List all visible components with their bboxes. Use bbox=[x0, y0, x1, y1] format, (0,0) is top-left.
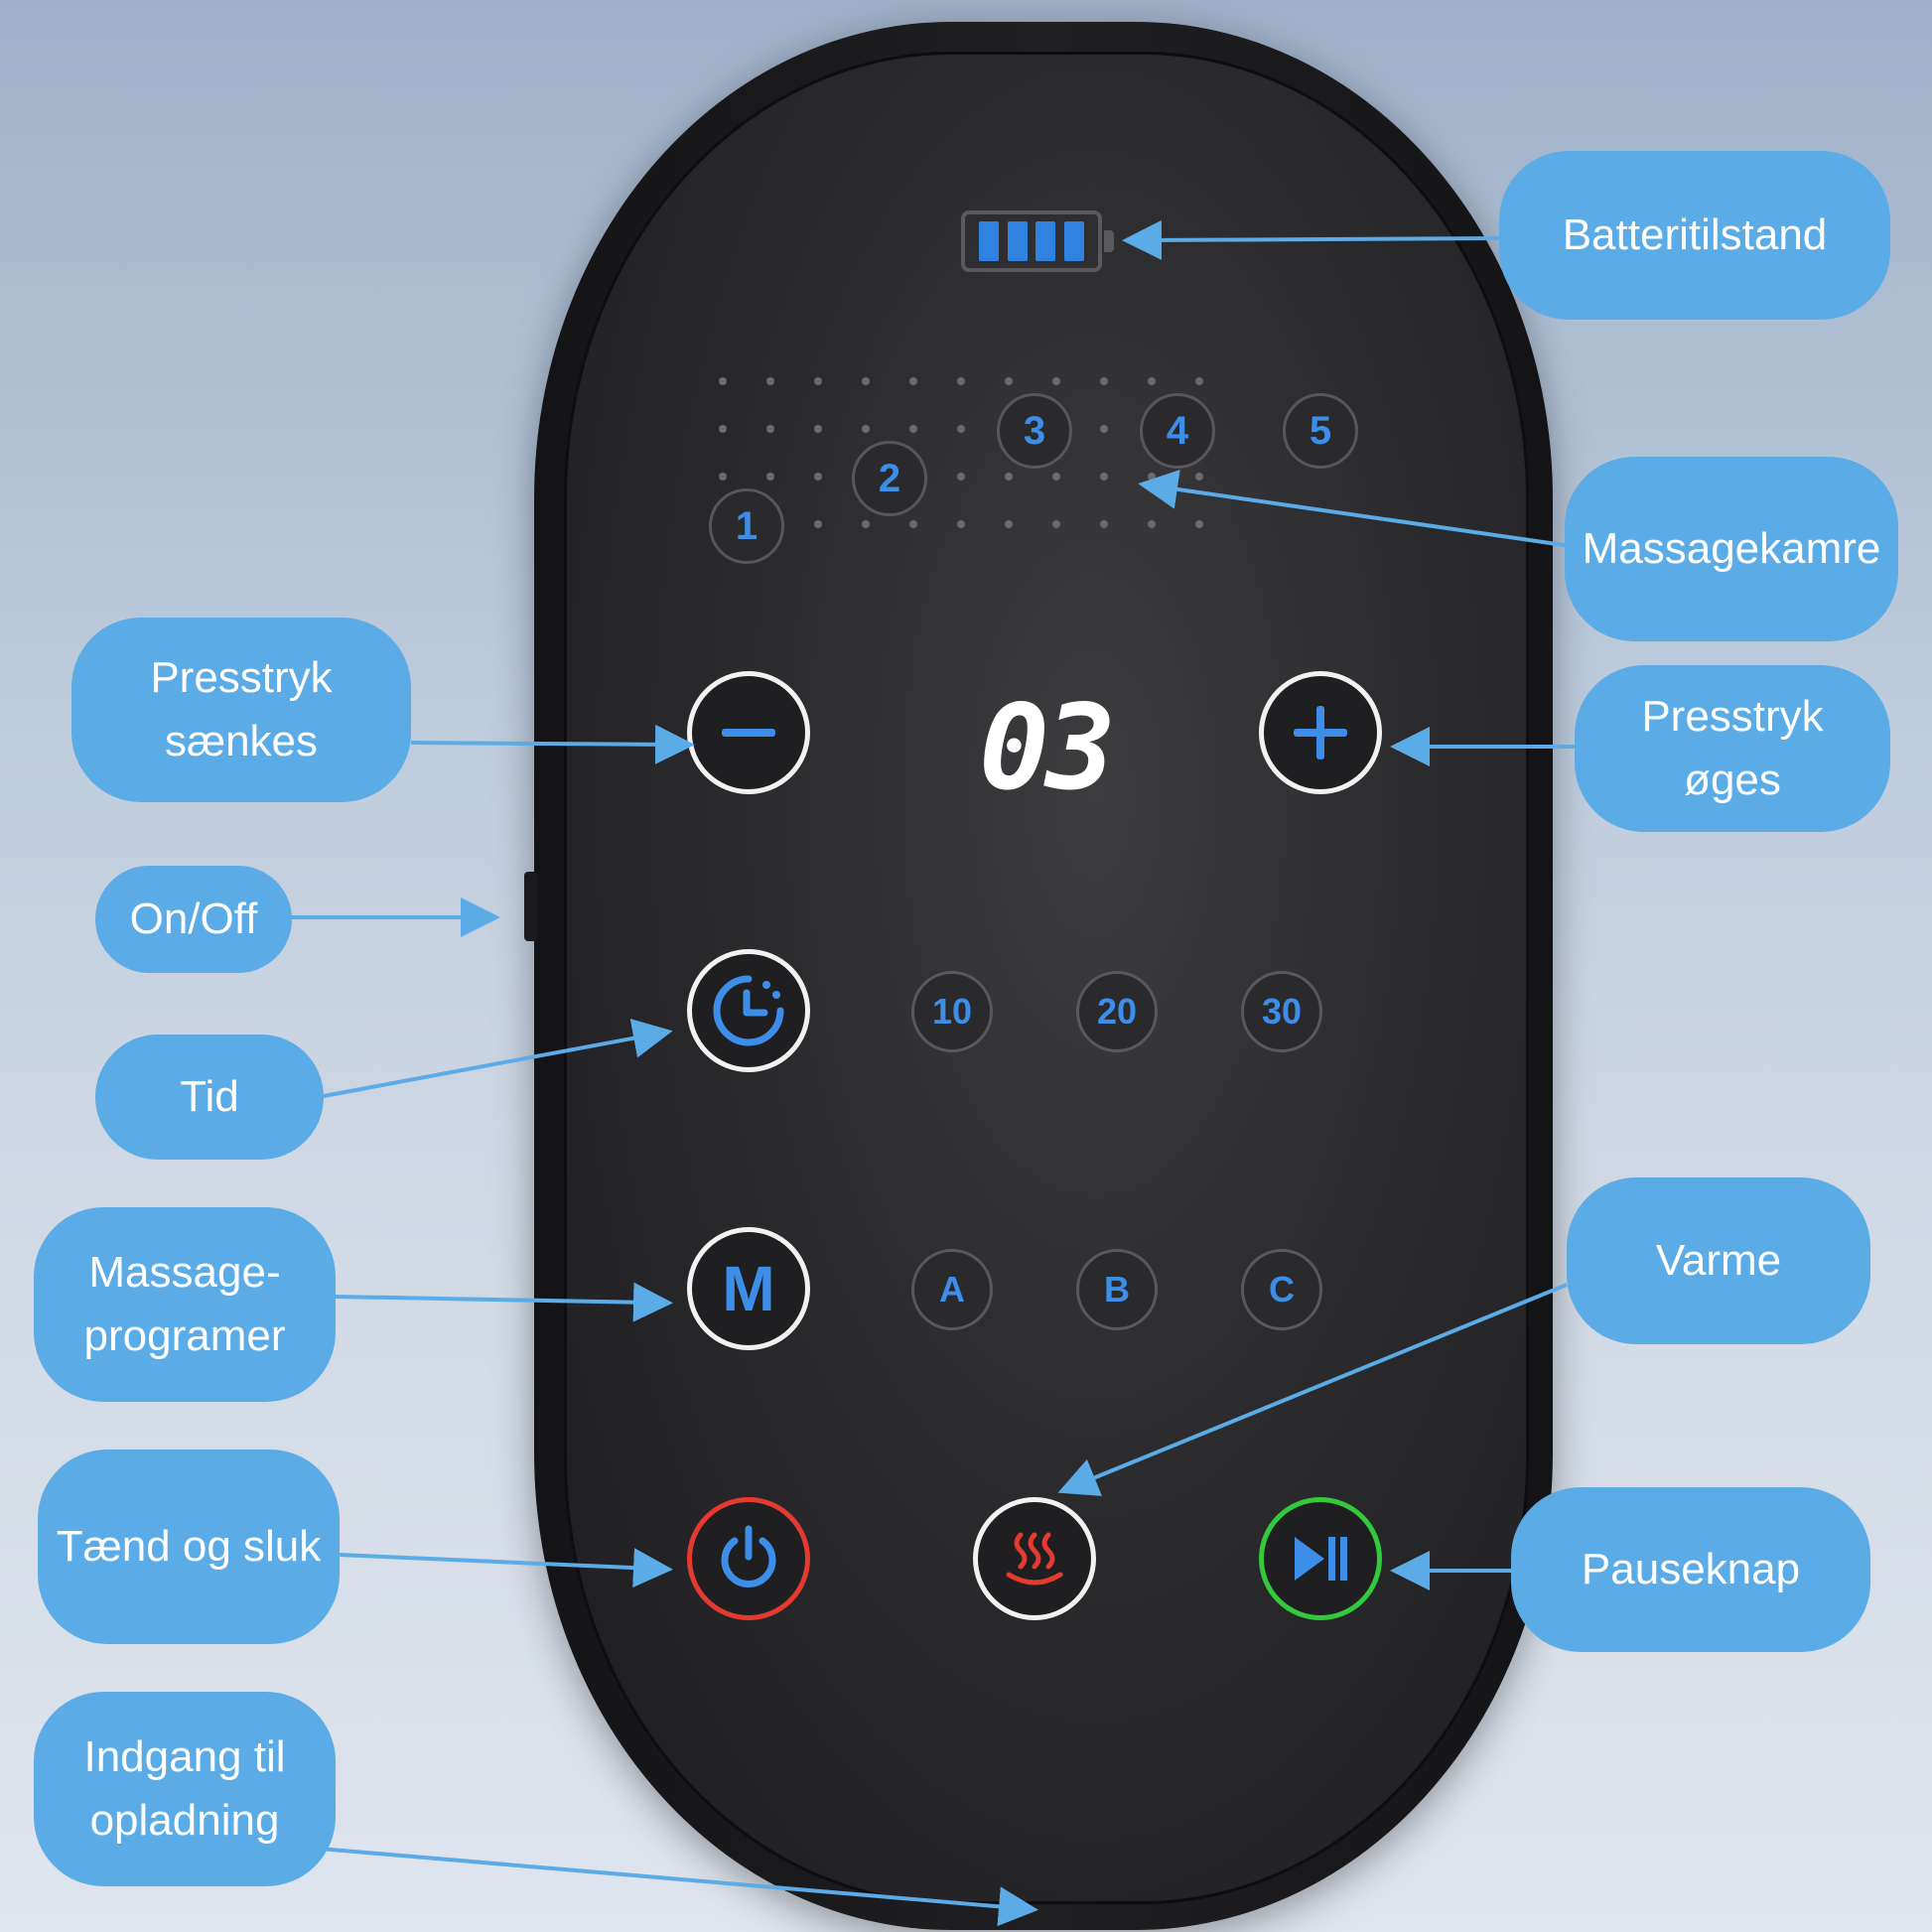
grid-dot bbox=[814, 473, 822, 481]
mode-letter-icon: M bbox=[722, 1253, 775, 1324]
program-option-label: C bbox=[1269, 1269, 1295, 1310]
grid-dot bbox=[1052, 520, 1060, 528]
grid-dot bbox=[1100, 425, 1108, 433]
callout-time: Tid bbox=[95, 1035, 324, 1160]
chamber-indicator-1: 1 bbox=[709, 488, 784, 564]
grid-dot bbox=[814, 425, 822, 433]
grid-dot bbox=[957, 425, 965, 433]
battery-bar bbox=[1063, 221, 1084, 261]
grid-dot bbox=[862, 520, 870, 528]
callout-pause: Pauseknap bbox=[1511, 1487, 1870, 1652]
program-option-label: A bbox=[939, 1269, 965, 1310]
pressure-level-display: 03 bbox=[978, 679, 1116, 816]
grid-dot bbox=[1195, 473, 1203, 481]
program-option-b[interactable]: B bbox=[1076, 1249, 1158, 1330]
grid-dot bbox=[862, 425, 870, 433]
timer-option-label: 30 bbox=[1261, 991, 1303, 1032]
grid-dot bbox=[719, 377, 727, 385]
minus-icon bbox=[722, 729, 775, 737]
chamber-label: 1 bbox=[735, 503, 759, 548]
grid-dot bbox=[766, 425, 774, 433]
grid-dot bbox=[766, 377, 774, 385]
grid-dot bbox=[1195, 377, 1203, 385]
grid-dot bbox=[909, 377, 917, 385]
callout-massage-programs: Massage- programer bbox=[34, 1207, 336, 1402]
grid-dot bbox=[1100, 473, 1108, 481]
chamber-indicator-3: 3 bbox=[997, 393, 1072, 469]
grid-dot bbox=[1148, 473, 1156, 481]
callout-power: Tænd og sluk bbox=[38, 1449, 340, 1644]
play-pause-icon bbox=[1295, 1537, 1347, 1581]
power-icon bbox=[721, 1525, 776, 1587]
timer-button[interactable] bbox=[687, 949, 810, 1072]
callout-pressure-increase: Presstryk øges bbox=[1575, 665, 1890, 832]
timer-option-10[interactable]: 10 bbox=[911, 971, 993, 1052]
chamber-indicator-4: 4 bbox=[1140, 393, 1215, 469]
chamber-label: 5 bbox=[1309, 408, 1332, 453]
grid-dot bbox=[862, 377, 870, 385]
callout-charging-port: Indgang til opladning bbox=[34, 1692, 336, 1886]
timer-option-label: 10 bbox=[931, 991, 973, 1032]
callout-pressure-decrease: Presstryk sænkes bbox=[71, 618, 411, 802]
chamber-label: 3 bbox=[1023, 408, 1046, 453]
callout-massage-chambers: Massagekamre bbox=[1565, 457, 1898, 641]
callout-battery-status: Batteritilstand bbox=[1499, 151, 1890, 320]
grid-dot bbox=[909, 520, 917, 528]
heat-button[interactable] bbox=[973, 1497, 1096, 1620]
grid-dot bbox=[1052, 377, 1060, 385]
grid-dot bbox=[1005, 520, 1013, 528]
heat-icon bbox=[1006, 1532, 1063, 1586]
grid-dot bbox=[1100, 520, 1108, 528]
program-option-c[interactable]: C bbox=[1241, 1249, 1322, 1330]
grid-dot bbox=[766, 473, 774, 481]
timer-option-30[interactable]: 30 bbox=[1241, 971, 1322, 1052]
grid-dot bbox=[909, 425, 917, 433]
grid-dot bbox=[719, 425, 727, 433]
grid-dot bbox=[1005, 377, 1013, 385]
power-button[interactable] bbox=[687, 1497, 810, 1620]
chamber-label: 4 bbox=[1166, 408, 1189, 453]
program-mode-button[interactable]: M bbox=[687, 1227, 810, 1350]
grid-dot bbox=[1148, 520, 1156, 528]
battery-indicator-icon bbox=[961, 210, 1114, 272]
program-option-a[interactable]: A bbox=[911, 1249, 993, 1330]
chamber-label: 2 bbox=[878, 456, 901, 500]
plus-icon bbox=[1294, 706, 1347, 759]
grid-dot bbox=[1100, 377, 1108, 385]
grid-dot bbox=[1005, 473, 1013, 481]
program-option-label: B bbox=[1104, 1269, 1130, 1310]
grid-dot bbox=[719, 473, 727, 481]
battery-cap bbox=[1104, 230, 1114, 252]
battery-bar bbox=[979, 221, 1000, 261]
grid-dot bbox=[1195, 520, 1203, 528]
grid-dot bbox=[1052, 473, 1060, 481]
callout-heat: Varme bbox=[1567, 1177, 1870, 1344]
timer-option-label: 20 bbox=[1096, 991, 1138, 1032]
timer-option-20[interactable]: 20 bbox=[1076, 971, 1158, 1052]
pressure-decrease-button[interactable] bbox=[687, 671, 810, 794]
play-pause-button[interactable] bbox=[1259, 1497, 1382, 1620]
chamber-indicator-5: 5 bbox=[1283, 393, 1358, 469]
grid-dot bbox=[957, 520, 965, 528]
pressure-increase-button[interactable] bbox=[1259, 671, 1382, 794]
battery-bar bbox=[1035, 221, 1056, 261]
grid-dot bbox=[957, 377, 965, 385]
battery-bar bbox=[1007, 221, 1028, 261]
grid-dot bbox=[957, 473, 965, 481]
clock-icon bbox=[713, 975, 784, 1046]
grid-dot bbox=[814, 520, 822, 528]
grid-dot bbox=[814, 377, 822, 385]
callout-on-off: On/Off bbox=[95, 866, 292, 973]
side-on-off-switch[interactable] bbox=[524, 872, 538, 941]
grid-dot bbox=[1148, 377, 1156, 385]
chamber-indicator-2: 2 bbox=[852, 441, 927, 516]
